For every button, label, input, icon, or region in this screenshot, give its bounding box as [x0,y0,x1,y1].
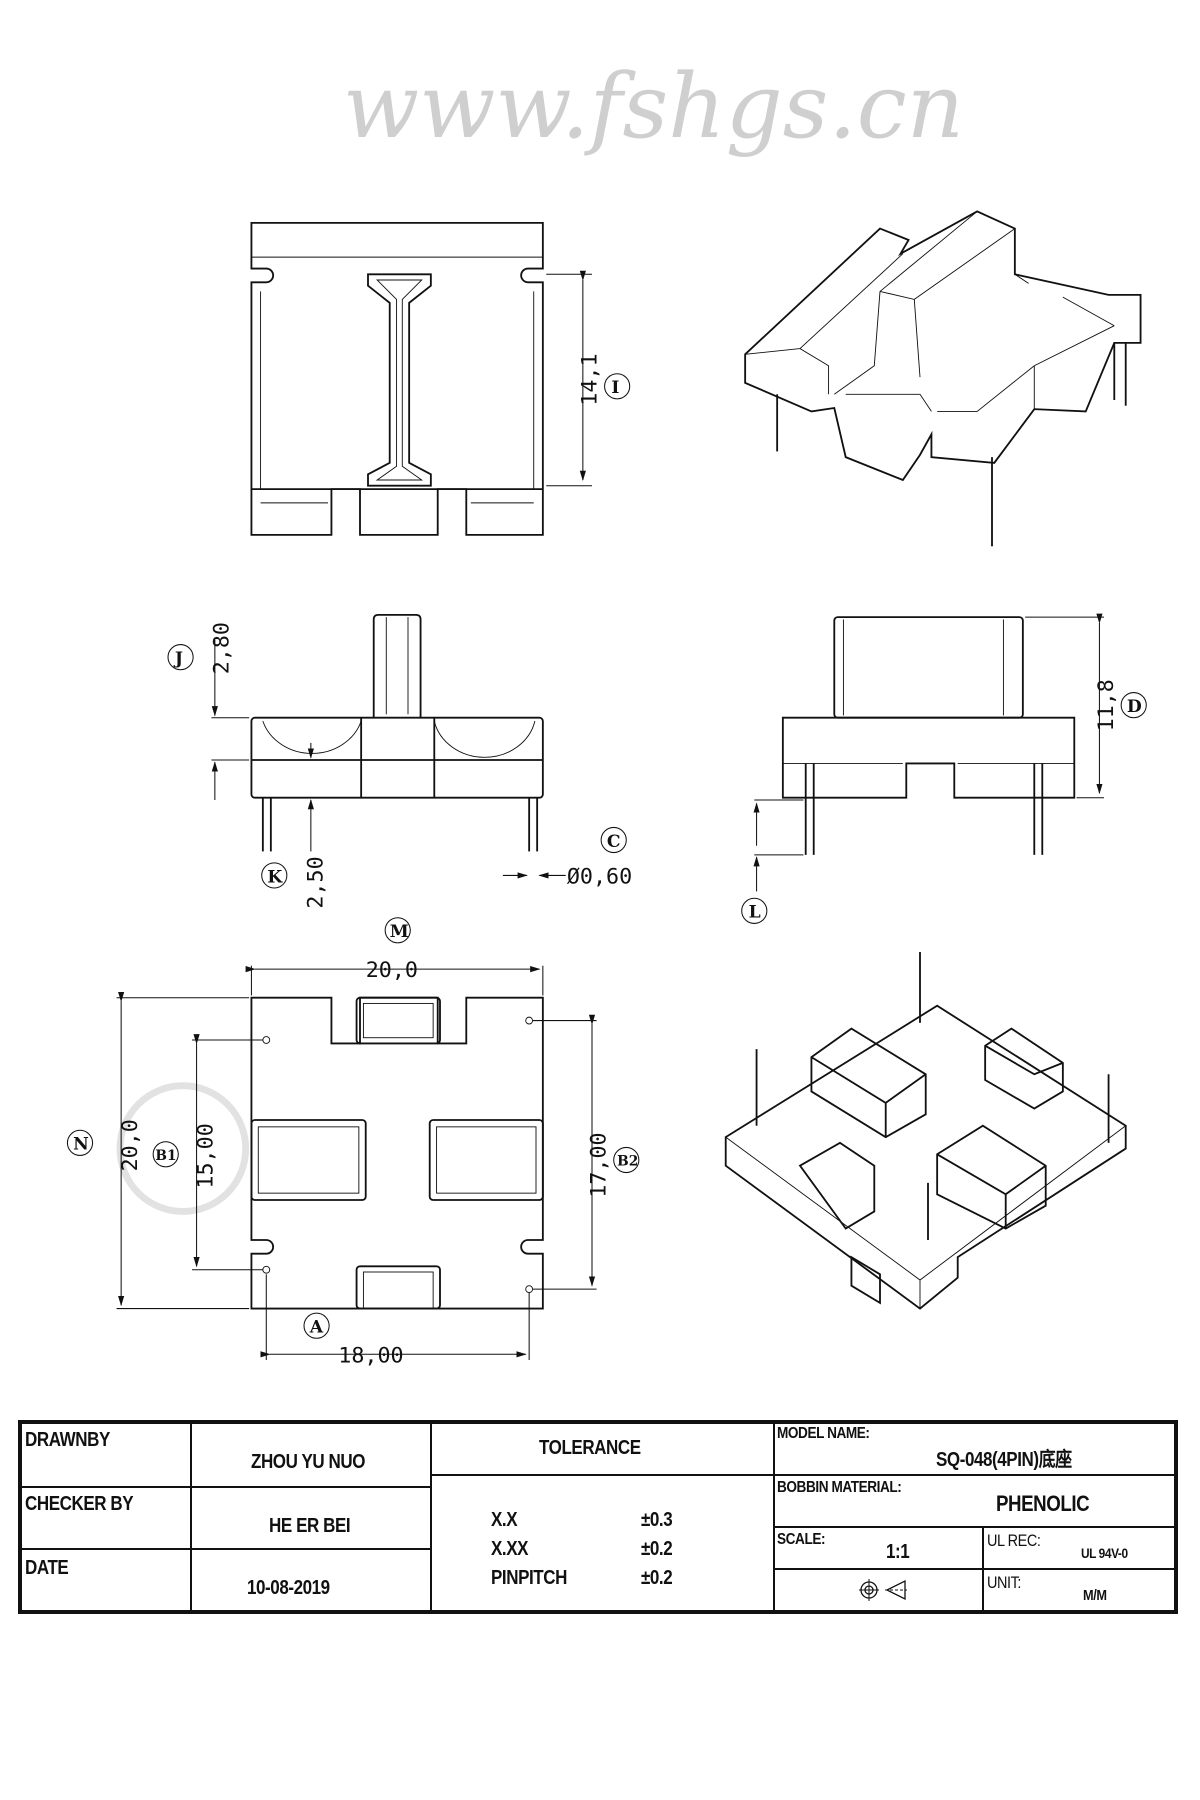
scale-label: SCALE: [777,1531,826,1548]
label-m: M [390,922,409,942]
tolerance-value-3: ±0.2 [641,1567,673,1589]
dim-b1-value: 15,00 [194,1123,219,1188]
drawn-by-value: ZHOU YU NUO [251,1451,366,1473]
watermark-text: www.fshgs.cn [343,55,964,159]
scale-value: 1:1 [886,1541,910,1563]
ul-label: UL REC: [987,1531,1041,1550]
unit-label: UNIT: [987,1573,1021,1592]
front-view: 2,80 J 2,50 K Ø0,60 C [167,613,632,909]
unit-value: M/M [1083,1587,1107,1604]
label-i: I [611,378,619,398]
material-value: PHENOLIC [996,1491,1090,1516]
checker-value: HE ER BEI [269,1515,351,1537]
model-label: MODEL NAME: [777,1425,870,1442]
title-block: DRAWNBY ZHOU YU NUO CHECKER BY HE ER BEI… [18,1420,1178,1614]
side-view: 11,8 D L [741,613,1147,924]
label-d: D [1127,697,1142,717]
label-j: J [173,649,183,669]
label-a: A [309,1318,324,1338]
projection-symbol-icon [859,1579,907,1601]
top-view: 14,1 I [250,221,631,536]
dim-c-value: Ø0,60 [567,864,632,889]
ul-value: UL 94V-0 [1081,1545,1128,1561]
date-label: DATE [25,1557,69,1579]
label-b1: B1 [155,1148,176,1164]
tolerance-label: TOLERANCE [539,1437,641,1459]
dim-j-value: 2,80 [210,622,235,674]
label-l: L [749,903,761,923]
dim-i-value: 14,1 [578,353,603,405]
label-k: K [267,867,283,887]
model-value: SQ-048(4PIN)底座 [936,1449,1072,1471]
label-c: C [607,832,621,852]
tolerance-name-2: X.XX [491,1538,529,1560]
iso-bottom-view [724,952,1127,1310]
iso-top-view [744,210,1142,547]
dim-m-value: 20,0 [366,958,418,983]
checker-label: CHECKER BY [25,1493,134,1515]
tolerance-value-1: ±0.3 [641,1509,673,1531]
tolerance-name-1: X.X [491,1509,518,1531]
tolerance-value-2: ±0.2 [641,1538,673,1560]
dim-d-value: 11,8 [1094,679,1119,731]
date-value: 10-08-2019 [247,1577,330,1599]
bottom-view: 20,0 M 20,0 N 15,00 B1 17,00 B2 18,00 A [66,917,640,1368]
tolerance-name-3: PINPITCH [491,1567,567,1589]
dim-a-value: 18,00 [338,1343,403,1368]
label-b2: B2 [617,1154,638,1170]
label-n: N [73,1135,89,1155]
dim-n-value: 20,0 [118,1119,143,1171]
material-label: BOBBIN MATERIAL: [777,1479,902,1496]
drawn-by-label: DRAWNBY [25,1429,110,1451]
dim-b2-value: 17,00 [587,1132,612,1197]
dim-k-value: 2,50 [303,856,328,908]
